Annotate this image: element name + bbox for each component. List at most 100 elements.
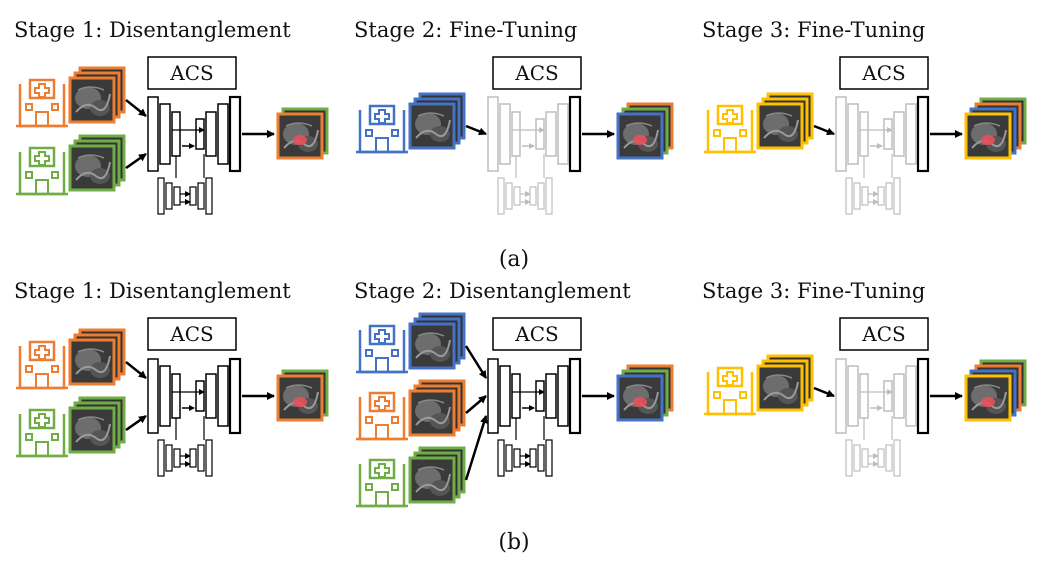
mri-slice-stack (68, 396, 126, 454)
mri-image (408, 389, 456, 437)
mri-contour (417, 332, 445, 337)
stage-title-b2: Stage 2: Disentanglement (354, 279, 631, 303)
branch-block (205, 177, 213, 215)
segmentation-mask (981, 135, 995, 145)
mri-contour (285, 122, 313, 127)
network-block (883, 118, 893, 150)
mri-image (408, 102, 456, 150)
acs-label: ACS (861, 61, 905, 85)
hospital-window (25, 171, 33, 179)
network-block (511, 111, 521, 157)
network-head (916, 357, 930, 435)
stage-title-a2: Stage 2: Fine-Tuning (354, 18, 577, 42)
branch-block (157, 177, 165, 215)
branch-block (861, 186, 869, 206)
network-block (893, 111, 905, 157)
network-block (499, 103, 511, 165)
hospital-sign (716, 366, 744, 388)
arrow-line (813, 386, 835, 398)
hospital-sign (716, 104, 744, 126)
network-block (159, 365, 171, 427)
network-head (568, 95, 582, 173)
hospital-cross (374, 396, 390, 411)
acs-box-b2: ACS (492, 317, 582, 351)
mri-slice-stack (756, 354, 814, 412)
diagram-shapes (16, 66, 1027, 508)
hospital-cross (34, 413, 50, 428)
hospital-window (391, 416, 399, 424)
network-block (205, 373, 217, 419)
hospital-cross (374, 329, 390, 344)
hospital-window (51, 171, 59, 179)
arrow-line (125, 361, 147, 379)
network-block (171, 373, 181, 419)
mri-slice-stack (756, 92, 814, 150)
branch-block (173, 186, 181, 206)
mri-image (964, 112, 1012, 160)
network-block (147, 358, 159, 434)
branch-block (893, 177, 901, 215)
mri-tissue (90, 430, 110, 446)
unet-network (835, 95, 930, 215)
mri-contour (417, 112, 445, 117)
mri-contour (77, 416, 105, 421)
hospital-icon (16, 78, 68, 128)
branch-block (505, 182, 513, 210)
branch-block (529, 448, 537, 468)
segmentation-output (276, 369, 329, 422)
branch-block (173, 448, 181, 468)
mri-tissue (430, 413, 450, 429)
mri-tissue (430, 480, 450, 496)
network-block (195, 380, 205, 412)
mri-frame (756, 364, 804, 412)
hospital-sign (368, 104, 396, 126)
mri-slice-stack (408, 92, 466, 150)
flow-arrow (465, 395, 487, 414)
hospital-cross (374, 109, 390, 124)
segmentation-output (616, 102, 674, 160)
mri-contour (763, 381, 799, 401)
mri-tissue (778, 126, 798, 142)
network-block (557, 103, 569, 165)
arrow-line (125, 99, 147, 117)
network-head (568, 357, 582, 435)
network-head (916, 95, 930, 173)
network-block (535, 380, 545, 412)
network-block (511, 373, 521, 419)
network-block (905, 103, 917, 165)
flow-arrow (464, 345, 488, 379)
branch-block (537, 182, 545, 210)
branch-block (197, 444, 205, 472)
hospital-sign (368, 391, 396, 413)
hospital-window (713, 391, 721, 399)
acs-label: ACS (514, 61, 558, 85)
segmentation-mask (633, 397, 647, 407)
caption-a: (a) (499, 247, 529, 272)
unet-network (487, 95, 582, 215)
branch-block (529, 186, 537, 206)
hospital-door (723, 399, 737, 414)
mri-contour (75, 355, 111, 375)
mri-image (408, 456, 456, 504)
branch-block (505, 444, 513, 472)
hospital-door (35, 373, 49, 388)
mri-image (68, 76, 116, 124)
mri-slice-stack (68, 328, 126, 386)
network-block (535, 118, 545, 150)
network-block (883, 380, 893, 412)
hospital-window (391, 483, 399, 491)
acs-label: ACS (514, 322, 558, 346)
network-block (195, 118, 205, 150)
mri-contour (415, 473, 451, 493)
mri-contour (75, 161, 111, 181)
network-block (835, 358, 847, 434)
mri-slice-stack (408, 312, 466, 370)
hospital-window (739, 129, 747, 137)
mri-image (616, 112, 664, 160)
branch-block (197, 182, 205, 210)
mri-slice-stack (68, 66, 126, 124)
mri-image (68, 406, 116, 454)
unet-network (487, 357, 582, 477)
network-block (217, 365, 229, 427)
